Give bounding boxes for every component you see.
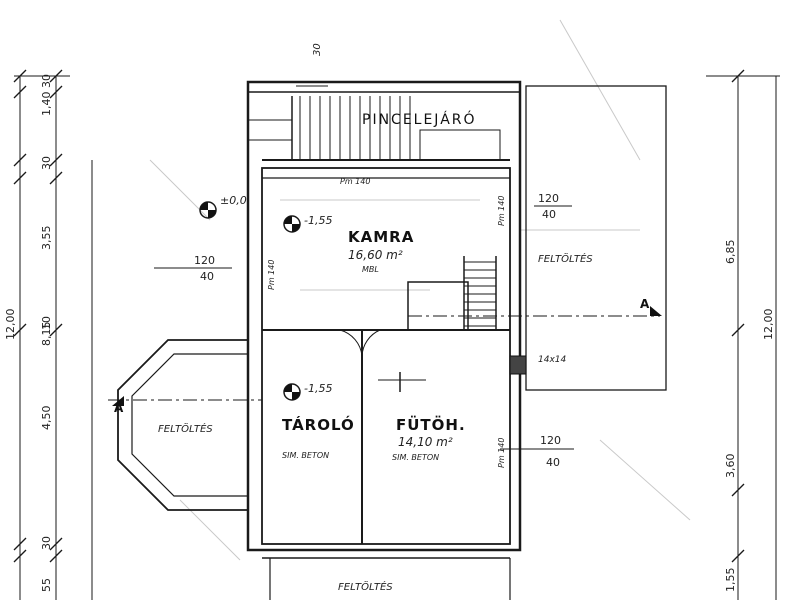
right-fill-area: [525, 85, 667, 391]
left-dimensions: 30 1,40 30 3,55 10 4,50 30 55 12,00 8,15: [4, 74, 53, 592]
kamra-floor: MBL: [362, 265, 379, 274]
futoh-floor: SIM. BETON: [392, 453, 439, 462]
dim-left-7: 55: [40, 578, 53, 592]
svg-text:40: 40: [200, 270, 214, 283]
pm-mark-right: Pm 140: [497, 196, 506, 226]
outer-walls: [246, 80, 522, 552]
chimney: [509, 355, 527, 375]
level-top: ±0,0: [220, 194, 247, 207]
dim-left-2: 30: [40, 156, 53, 170]
room-label-futoh: FÜTÖH.: [396, 415, 466, 434]
room-label-kamra: KAMRA: [348, 228, 414, 246]
svg-text:40: 40: [542, 208, 556, 221]
left-bay: [117, 339, 248, 511]
room-label-pincelejaro: PINCELEJÁRÓ: [362, 110, 477, 128]
level-tarolo: -1,55: [304, 382, 332, 395]
section-line: [108, 306, 662, 406]
bottom-fill-area: [262, 557, 511, 600]
dim-left-1: 1,40: [40, 92, 53, 117]
dim-right-0: 6,85: [724, 240, 737, 265]
dim-left-total-0: 12,00: [4, 309, 17, 341]
door-swings: [339, 329, 426, 392]
level-markers: [199, 201, 301, 401]
dim-left-0: 30: [40, 74, 53, 88]
dim-right-total: 12,00: [762, 309, 775, 341]
fill-label-left: FELTÖLTÉS: [158, 422, 213, 435]
futoh-area: 14,10 m²: [398, 435, 453, 449]
dim-left-3: 3,55: [40, 226, 53, 251]
dim-left-6: 30: [40, 536, 53, 550]
svg-text:120: 120: [538, 192, 559, 205]
inner-stairs: [407, 256, 497, 331]
dim-left-4: 10: [40, 316, 53, 330]
dimension-lines: [13, 69, 780, 600]
section-mark-left: A: [114, 401, 124, 415]
level-marker-top: [199, 201, 217, 219]
chimney-mark: 14x14: [538, 355, 567, 365]
door-mark-3: 120 40: [500, 434, 574, 469]
right-dimensions: 6,85 3,60 1,55 12,00: [724, 240, 775, 593]
level-marker-tarolo: [283, 383, 301, 401]
ghost-lines: [149, 19, 691, 561]
svg-text:120: 120: [540, 434, 561, 447]
top-dim-mark: 30: [312, 43, 323, 56]
dim-right-1: 3,60: [724, 454, 737, 479]
dim-left-5: 4,50: [40, 406, 53, 431]
pincelejaro-stairs: [248, 96, 510, 161]
fill-label-right: FELTÖLTÉS: [538, 252, 593, 265]
dim-right-2: 1,55: [724, 568, 737, 593]
svg-text:40: 40: [546, 456, 560, 469]
svg-text:120: 120: [194, 254, 215, 267]
dim-left-total-1: 8,15: [40, 322, 53, 347]
level-kamra: -1,55: [304, 214, 332, 227]
door-mark-2: 120 40: [154, 254, 232, 283]
tarolo-floor: SIM. BETON: [282, 451, 329, 460]
pm-mark-left: Pm 140: [267, 260, 276, 290]
section-mark-right: A: [640, 297, 650, 311]
pm-mark-top: Pm 140: [340, 177, 370, 186]
door-mark-1: 120 40: [534, 192, 572, 221]
kamra-area: 16,60 m²: [348, 248, 403, 262]
fill-label-bottom: FELTÖLTÉS: [338, 580, 393, 593]
level-marker-kamra: [283, 215, 301, 233]
pm-mark-right2: Pm 140: [497, 438, 506, 468]
room-label-tarolo: TÁROLÓ: [282, 415, 355, 434]
